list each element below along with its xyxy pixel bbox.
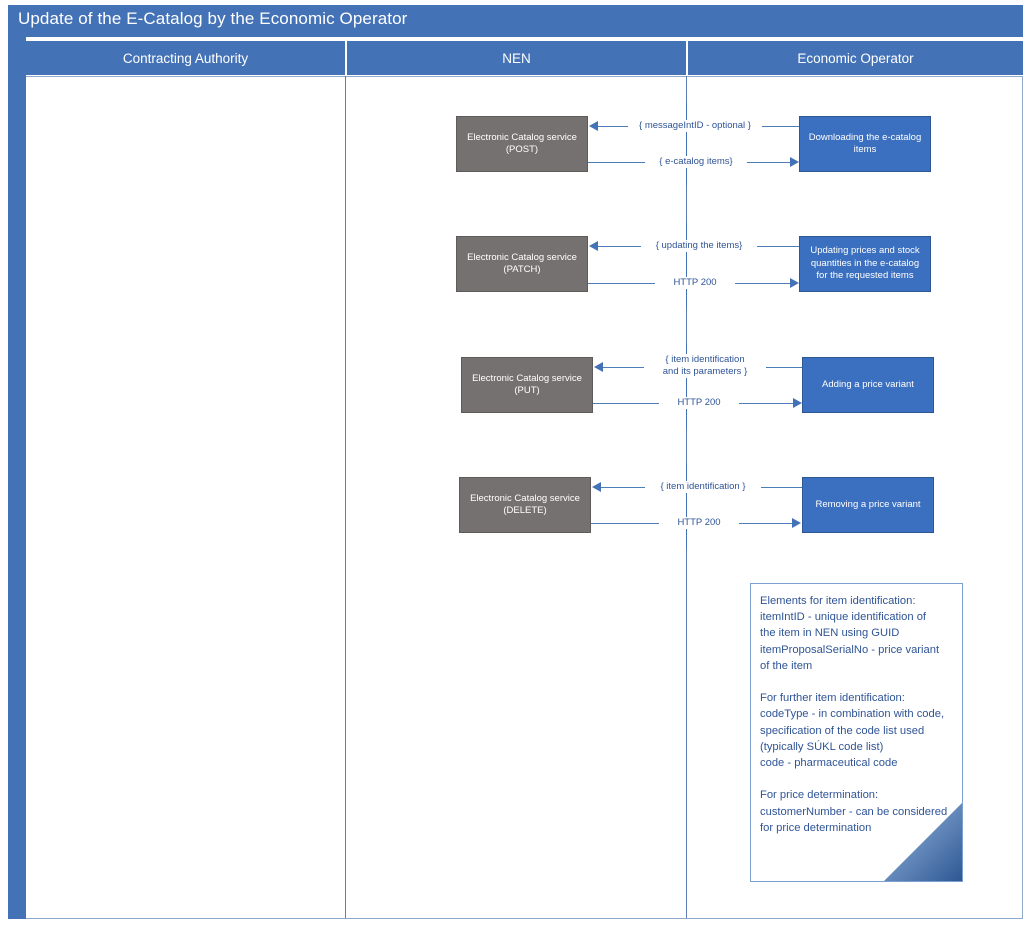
service-box-line1: Electronic Catalog service bbox=[467, 251, 577, 263]
service-box-post[interactable]: Electronic Catalog service (POST) bbox=[456, 116, 588, 172]
service-box-line2: (POST) bbox=[505, 144, 539, 155]
action-box-removing-price-variant[interactable]: Removing a price variant bbox=[802, 477, 934, 533]
request-label-3-line2: and its parameters } bbox=[662, 366, 748, 377]
action-box-line2: quantities in the e-catalog bbox=[810, 257, 920, 269]
response-label-4: HTTP 200 bbox=[659, 517, 739, 529]
response-label-3: HTTP 200 bbox=[659, 397, 739, 409]
arrow-right-icon bbox=[790, 278, 799, 288]
service-box-line2: (DELETE) bbox=[503, 505, 547, 516]
request-label-4: { item identification } bbox=[645, 481, 761, 493]
lane-header-nen: NEN bbox=[347, 41, 686, 75]
lifeline-segment bbox=[686, 343, 687, 429]
lane-header-label: Economic Operator bbox=[797, 50, 914, 66]
diagram-title-bar: Update of the E-Catalog by the Economic … bbox=[8, 5, 1023, 37]
page-title: Update of the E-Catalog by the Economic … bbox=[18, 9, 408, 28]
lifeline-segment bbox=[686, 102, 687, 186]
action-box-downloading-items[interactable]: Downloading the e-catalog items bbox=[799, 116, 931, 172]
action-box-line3: for the requested items bbox=[816, 270, 914, 282]
response-label-2: HTTP 200 bbox=[655, 277, 735, 289]
lifeline-segment bbox=[686, 463, 687, 549]
note-box: Elements for item identification: itemIn… bbox=[750, 583, 963, 882]
action-box-line2: items bbox=[853, 144, 877, 155]
request-label-2: { updating the items} bbox=[641, 240, 757, 252]
service-box-delete[interactable]: Electronic Catalog service (DELETE) bbox=[459, 477, 591, 533]
service-box-patch[interactable]: Electronic Catalog service (PATCH) bbox=[456, 236, 588, 292]
arrow-right-icon bbox=[792, 518, 801, 528]
request-label-1: { messageIntID - optional } bbox=[628, 120, 762, 132]
action-box-line1: Updating prices and stock bbox=[810, 245, 920, 257]
lane-header-label: NEN bbox=[502, 50, 531, 66]
arrow-right-icon bbox=[790, 157, 799, 167]
action-box-line1: Removing a price variant bbox=[815, 498, 921, 510]
service-box-put[interactable]: Electronic Catalog service (PUT) bbox=[461, 357, 593, 413]
action-box-line1: Downloading the e-catalog bbox=[808, 131, 922, 143]
service-box-line1: Electronic Catalog service bbox=[470, 492, 580, 504]
response-label-1: { e-catalog items} bbox=[645, 156, 747, 168]
lane-header-contracting-authority: Contracting Authority bbox=[26, 41, 345, 75]
action-box-adding-price-variant[interactable]: Adding a price variant bbox=[802, 357, 934, 413]
lane-divider-1 bbox=[345, 76, 346, 918]
request-label-3-line1: { item identification bbox=[665, 354, 745, 365]
action-box-line1: Adding a price variant bbox=[822, 378, 914, 390]
arrow-right-icon bbox=[793, 398, 802, 408]
arrow-left-icon bbox=[592, 482, 601, 492]
service-box-line1: Electronic Catalog service bbox=[467, 131, 577, 143]
service-box-line1: Electronic Catalog service bbox=[472, 372, 582, 384]
note-text: Elements for item identification: itemIn… bbox=[760, 595, 948, 834]
lane-header-label: Contracting Authority bbox=[122, 50, 249, 66]
arrow-left-icon bbox=[589, 121, 598, 131]
lane-header-economic-operator: Economic Operator bbox=[688, 41, 1023, 75]
arrow-left-icon bbox=[594, 362, 603, 372]
service-box-line2: (PUT) bbox=[514, 385, 540, 396]
service-box-line2: (PATCH) bbox=[503, 264, 541, 275]
arrow-left-icon bbox=[589, 241, 598, 251]
request-label-3: { item identification and its parameters… bbox=[644, 354, 766, 378]
action-box-updating-prices[interactable]: Updating prices and stock quantities in … bbox=[799, 236, 931, 292]
left-rail bbox=[8, 37, 26, 919]
lifeline-segment bbox=[686, 222, 687, 308]
